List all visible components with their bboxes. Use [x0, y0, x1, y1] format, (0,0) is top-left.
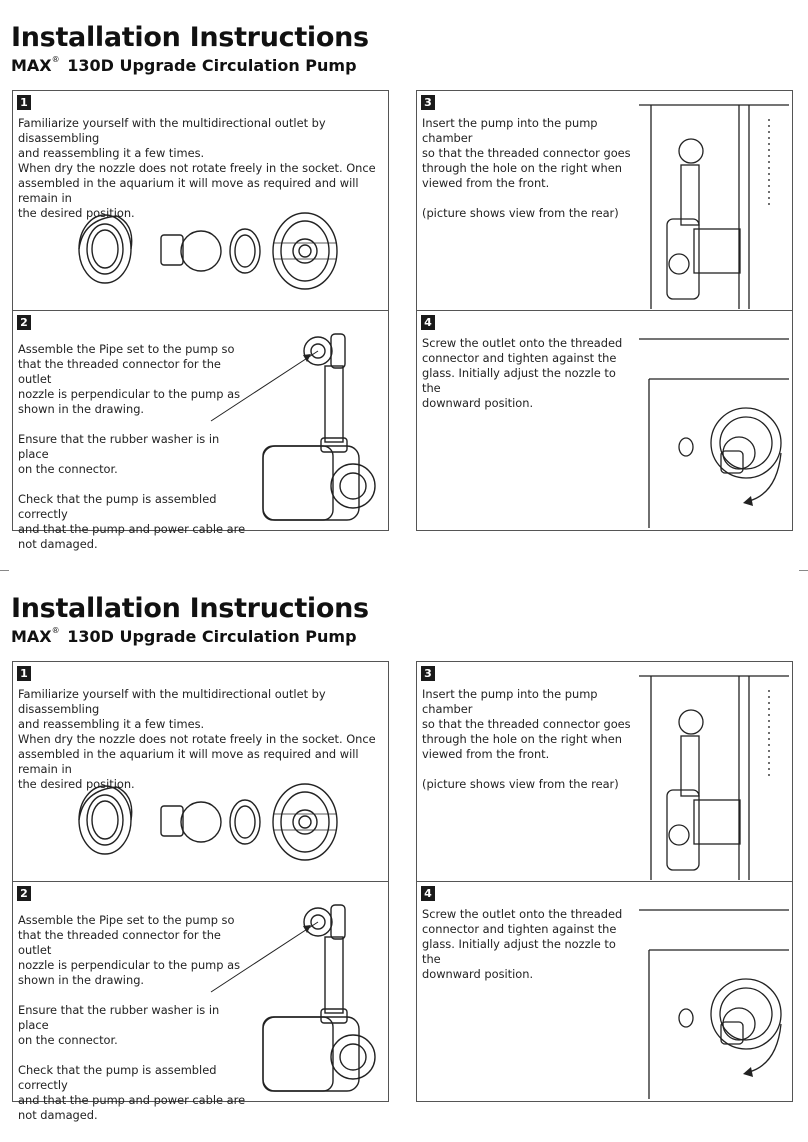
step-3-panel: 3 Insert the pump into the pump chamber …: [416, 661, 793, 882]
step-3-panel: 3 Insert the pump into the pump chamber …: [416, 90, 793, 311]
pump-chamber-drawing: [639, 675, 789, 880]
arrow-head-icon: [303, 354, 311, 362]
step-number: 4: [421, 886, 435, 901]
text-line: Insert the pump into the pump chamber: [422, 116, 598, 145]
text-line: assembled in the aquarium it will move a…: [18, 176, 359, 205]
text-line: and reassembling it a few times.: [18, 146, 205, 160]
step-number: 1: [17, 666, 31, 681]
text-line: viewed from the front.: [422, 747, 550, 761]
text-line: the desired position.: [18, 206, 135, 220]
text-line: so that the threaded connector goes: [422, 146, 631, 160]
step-4-text: Screw the outlet onto the threaded conne…: [422, 907, 634, 982]
step-1-panel: 1 Familiarize yourself with the multidir…: [12, 661, 389, 882]
text-line: downward position.: [422, 396, 534, 410]
outlet-parts-drawing: [78, 783, 338, 861]
product-subtitle: MAX® 130D Upgrade Circulation Pump: [11, 626, 357, 646]
brand-name: MAX: [11, 56, 52, 75]
text-line: and reassembling it a few times.: [18, 717, 205, 731]
page-title: Installation Instructions: [11, 593, 369, 624]
instruction-sheet-bottom: Installation Instructions MAX® 130D Upgr…: [0, 571, 808, 1142]
step-4-panel: 4 Screw the outlet onto the threaded con…: [416, 881, 793, 1102]
pump-pipe-drawing: [210, 904, 376, 1092]
step-1-panel: 1 Familiarize yourself with the multidir…: [12, 90, 389, 311]
text-line: (picture shows view from the rear): [422, 777, 619, 791]
step-1-text: Familiarize yourself with the multidirec…: [18, 687, 386, 792]
rotate-arrow-icon: [743, 1067, 753, 1077]
text-line: nozzle is perpendicular to the pump as: [18, 387, 241, 401]
text-line: Ensure that the rubber washer is in plac…: [18, 1003, 220, 1032]
step-number: 3: [421, 666, 435, 681]
step-2-panel: 2 Assemble the Pipe set to the pump so t…: [12, 881, 389, 1122]
step-number: 4: [421, 315, 435, 330]
cut-mark-right: [799, 570, 808, 571]
text-line: Assemble the Pipe set to the pump so: [18, 342, 235, 356]
text-line: Familiarize yourself with the multidirec…: [18, 116, 326, 145]
product-name: 130D Upgrade Circulation Pump: [67, 56, 357, 75]
text-line: so that the threaded connector goes: [422, 717, 631, 731]
text-line: Assemble the Pipe set to the pump so: [18, 913, 235, 927]
text-line: on the connector.: [18, 1033, 118, 1047]
product-name: 130D Upgrade Circulation Pump: [67, 627, 357, 646]
registered-mark: ®: [51, 626, 60, 635]
step-4-panel: 4 Screw the outlet onto the threaded con…: [416, 310, 793, 531]
text-line: Insert the pump into the pump chamber: [422, 687, 598, 716]
step-3-text: Insert the pump into the pump chamber so…: [422, 116, 634, 221]
text-line: assembled in the aquarium it will move a…: [18, 747, 359, 776]
text-line: on the connector.: [18, 462, 118, 476]
text-line: nozzle is perpendicular to the pump as: [18, 958, 241, 972]
text-line: that the threaded connector for the outl…: [18, 357, 221, 386]
text-line: through the hole on the right when: [422, 161, 622, 175]
outlet-on-glass-drawing: [639, 338, 789, 528]
pump-pipe-drawing: [210, 333, 376, 521]
step-1-text: Familiarize yourself with the multidirec…: [18, 116, 386, 221]
registered-mark: ®: [51, 55, 60, 64]
step-4-text: Screw the outlet onto the threaded conne…: [422, 336, 634, 411]
step-number: 1: [17, 95, 31, 110]
text-line: connector and tighten against the: [422, 922, 617, 936]
text-line: Ensure that the rubber washer is in plac…: [18, 432, 220, 461]
text-line: Check that the pump is assembled correct…: [18, 1063, 217, 1092]
step-2-text: Assemble the Pipe set to the pump so tha…: [18, 342, 246, 552]
page-title: Installation Instructions: [11, 22, 369, 53]
text-line: through the hole on the right when: [422, 732, 622, 746]
text-line: When dry the nozzle does not rotate free…: [18, 161, 376, 175]
cut-mark-left: [0, 570, 9, 571]
text-line: and that the pump and power cable are: [18, 522, 246, 536]
step-number: 2: [17, 315, 31, 330]
brand-name: MAX: [11, 627, 52, 646]
outlet-on-glass-drawing: [639, 909, 789, 1099]
text-line: that the threaded connector for the outl…: [18, 928, 221, 957]
product-subtitle: MAX® 130D Upgrade Circulation Pump: [11, 55, 357, 75]
text-line: glass. Initially adjust the nozzle to th…: [422, 366, 616, 395]
text-line: viewed from the front.: [422, 176, 550, 190]
text-line: not damaged.: [18, 1108, 98, 1122]
text-line: glass. Initially adjust the nozzle to th…: [422, 937, 616, 966]
text-line: downward position.: [422, 967, 534, 981]
text-line: Screw the outlet onto the threaded: [422, 336, 623, 350]
rotate-arrow-icon: [743, 496, 753, 506]
text-line: shown in the drawing.: [18, 973, 145, 987]
outlet-parts-drawing: [78, 212, 338, 290]
text-line: Familiarize yourself with the multidirec…: [18, 687, 326, 716]
step-number: 3: [421, 95, 435, 110]
arrow-head-icon: [303, 925, 311, 933]
text-line: (picture shows view from the rear): [422, 206, 619, 220]
pump-chamber-drawing: [639, 104, 789, 309]
text-line: the desired position.: [18, 777, 135, 791]
text-line: and that the pump and power cable are: [18, 1093, 246, 1107]
text-line: connector and tighten against the: [422, 351, 617, 365]
step-2-text: Assemble the Pipe set to the pump so tha…: [18, 913, 246, 1123]
text-line: not damaged.: [18, 537, 98, 551]
step-3-text: Insert the pump into the pump chamber so…: [422, 687, 634, 792]
step-2-panel: 2 Assemble the Pipe set to the pump so t…: [12, 310, 389, 551]
step-number: 2: [17, 886, 31, 901]
text-line: shown in the drawing.: [18, 402, 145, 416]
text-line: Check that the pump is assembled correct…: [18, 492, 217, 521]
text-line: When dry the nozzle does not rotate free…: [18, 732, 376, 746]
instruction-sheet-top: Installation Instructions MAX® 130D Upgr…: [11, 22, 793, 551]
text-line: Screw the outlet onto the threaded: [422, 907, 623, 921]
